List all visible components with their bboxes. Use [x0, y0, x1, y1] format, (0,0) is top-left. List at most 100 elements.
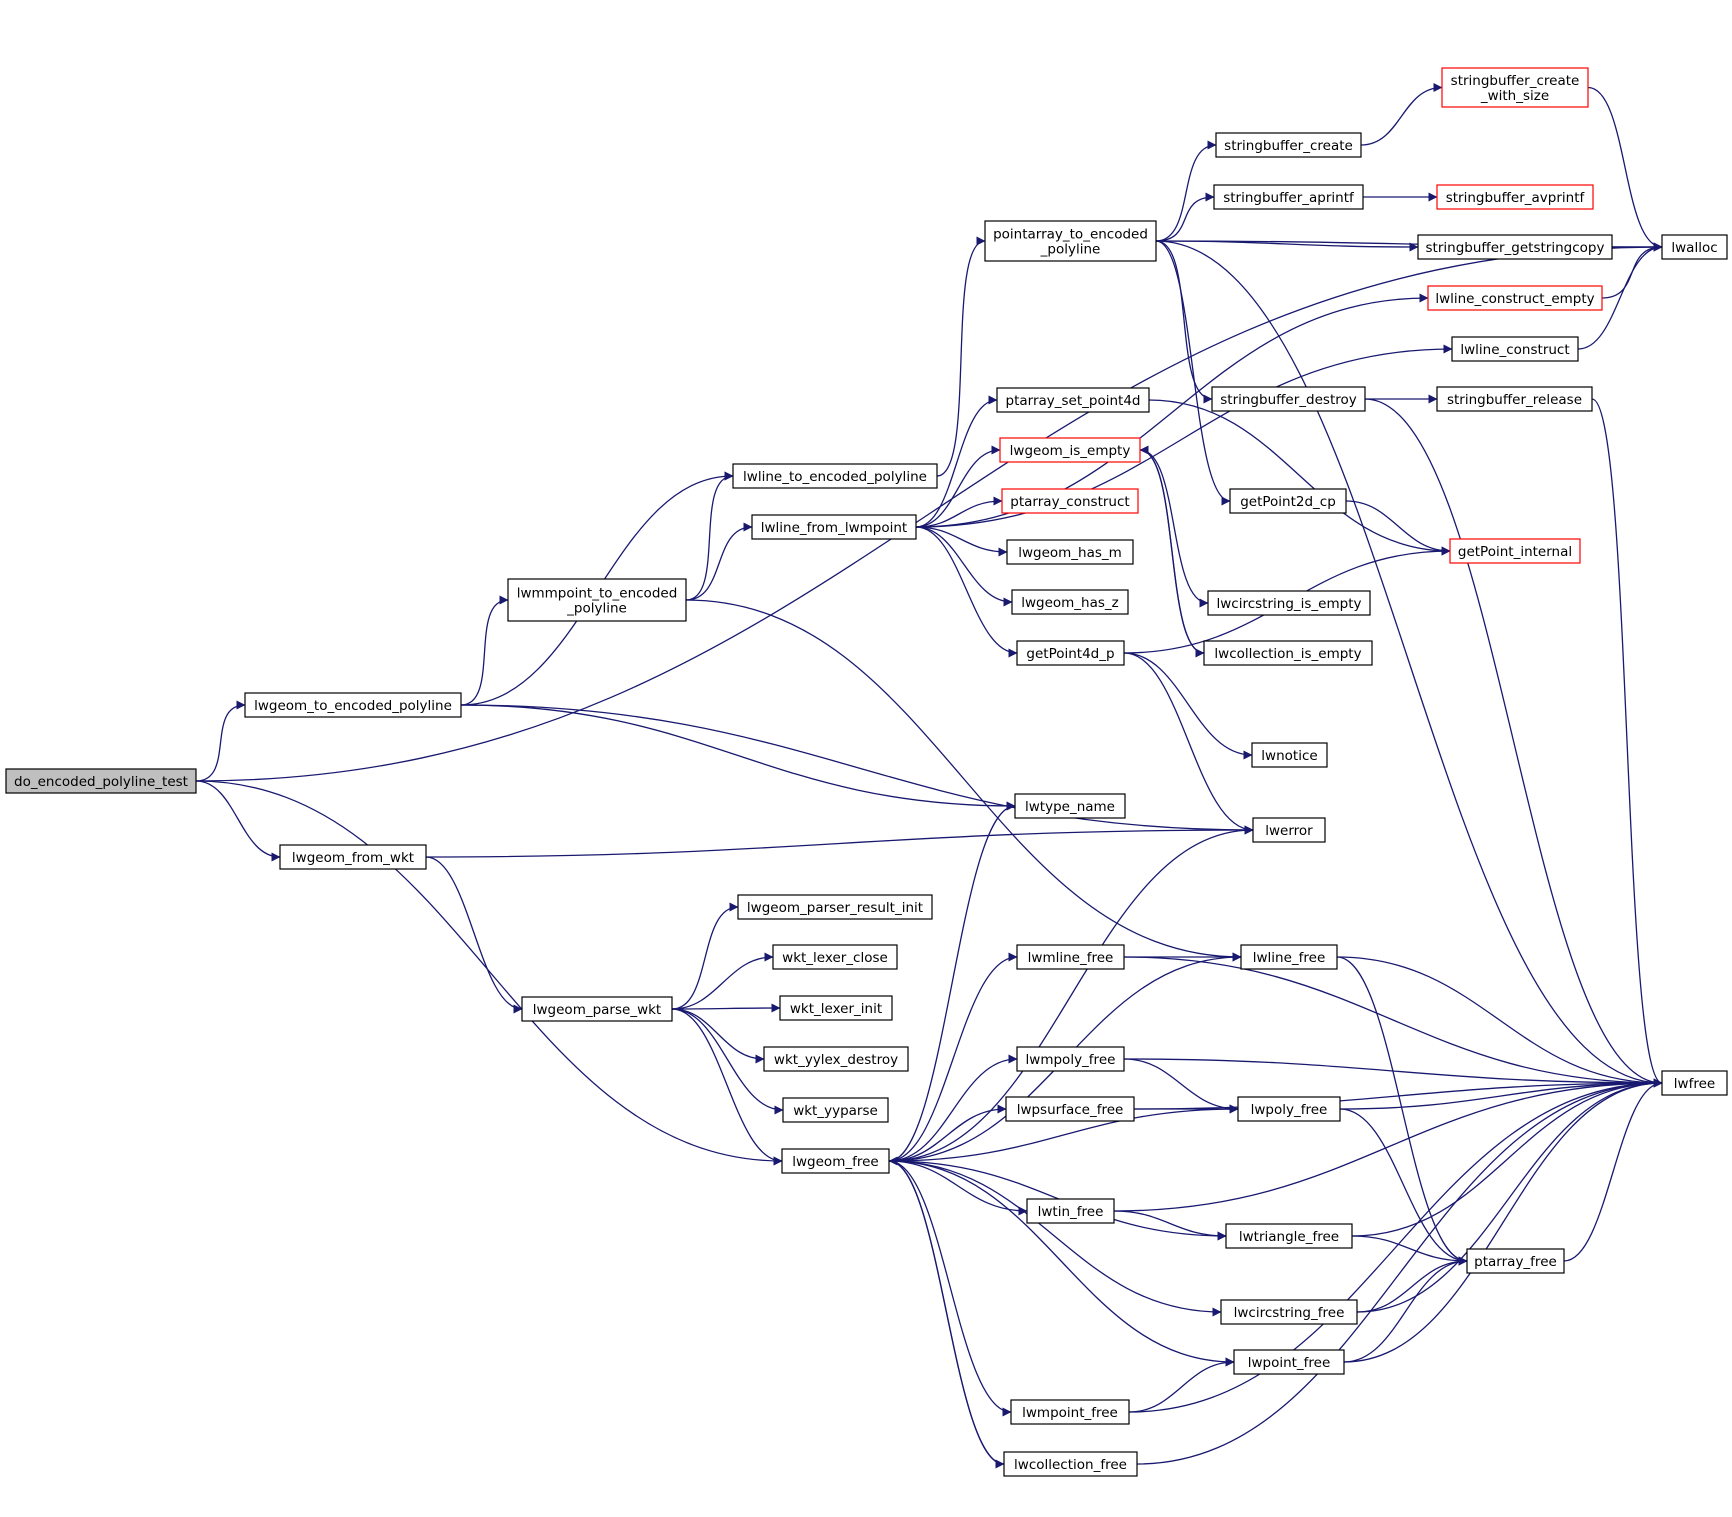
node-lwalloc[interactable]: lwalloc: [1661, 234, 1728, 260]
node-box: [999, 437, 1141, 463]
node-box: [1211, 386, 1366, 412]
node-lwline_construct[interactable]: lwline_construct: [1451, 336, 1579, 362]
node-label: lwpsurface_free: [1017, 1102, 1124, 1118]
call-edge-lwgeom_free-to-lwerror: [888, 825, 1254, 1162]
node-lwmpoint_free[interactable]: lwmpoint_free: [1010, 1399, 1130, 1425]
call-edge-lwgeom_free-to-lwpoly_free: [888, 1104, 1239, 1162]
node-box: [1213, 184, 1364, 210]
node-stringbuffer_create[interactable]: stringbuffer_create: [1215, 132, 1362, 158]
node-wkt_lexer_close[interactable]: wkt_lexer_close: [772, 944, 898, 970]
node-lwerror[interactable]: lwerror: [1252, 817, 1326, 843]
node-lwnotice[interactable]: lwnotice: [1251, 742, 1328, 768]
node-do_encoded_polyline_test[interactable]: do_encoded_polyline_test: [5, 768, 197, 794]
node-box: [1229, 488, 1347, 514]
node-wkt_lexer_init[interactable]: wkt_lexer_init: [779, 995, 893, 1021]
node-lwgeom_parse_wkt[interactable]: lwgeom_parse_wkt: [521, 996, 673, 1022]
node-getPoint4d_p[interactable]: getPoint4d_p: [1016, 640, 1125, 666]
node-lwgeom_is_empty[interactable]: lwgeom_is_empty: [999, 437, 1141, 463]
call-edge-pointarray_to_encoded_polyline-to-stringbuffer_destroy: [1155, 240, 1213, 404]
node-lwgeom_from_wkt[interactable]: lwgeom_from_wkt: [279, 844, 427, 870]
node-lwtype_name[interactable]: lwtype_name: [1014, 793, 1126, 819]
node-lwpoint_free[interactable]: lwpoint_free: [1233, 1349, 1345, 1375]
call-edge-lwmmpoint_to_encoded_polyline-to-lwline_free: [685, 599, 1242, 962]
node-box: [507, 578, 687, 622]
call-edge-lwgeom_parse_wkt-to-wkt_yylex_destroy: [671, 1008, 765, 1064]
node-box: [1016, 944, 1125, 970]
node-box: [996, 387, 1150, 413]
node-box: [1436, 386, 1593, 412]
node-lwgeom_free[interactable]: lwgeom_free: [781, 1148, 890, 1174]
node-wkt_yylex_destroy[interactable]: wkt_yylex_destroy: [763, 1046, 909, 1072]
node-ptarray_free[interactable]: ptarray_free: [1466, 1248, 1565, 1274]
node-lwmline_free[interactable]: lwmline_free: [1016, 944, 1125, 970]
node-label: getPoint4d_p: [1026, 646, 1114, 662]
call-edge-lwline_from_lwmpoint-to-lwline_construct_empty: [915, 293, 1429, 528]
node-lwtriangle_free[interactable]: lwtriangle_free: [1225, 1223, 1353, 1249]
node-box: [1233, 1349, 1345, 1375]
node-lwgeom_has_z[interactable]: lwgeom_has_z: [1011, 589, 1129, 615]
node-label: lwline_to_encoded_polyline: [743, 469, 927, 485]
node-getPoint_internal[interactable]: getPoint_internal: [1449, 538, 1581, 564]
call-edge-pointarray_to_encoded_polyline-to-lwfree: [1155, 240, 1663, 1088]
node-label: lwmpoint_free: [1022, 1405, 1118, 1421]
node-lwfree[interactable]: lwfree: [1661, 1070, 1728, 1096]
node-box: [244, 692, 462, 718]
call-edge-lwtriangle_free-to-ptarray_free: [1351, 1235, 1468, 1266]
node-stringbuffer_release[interactable]: stringbuffer_release: [1436, 386, 1593, 412]
node-label: lwfree: [1674, 1076, 1715, 1092]
call-edge-lwcollection_is_empty-to-lwgeom_is_empty: [1139, 445, 1205, 654]
call-edge-getPoint4d_p-to-lwerror: [1123, 652, 1254, 835]
call-edge-pointarray_to_encoded_polyline-to-getPoint2d_cp: [1155, 240, 1231, 506]
node-lwpsurface_free[interactable]: lwpsurface_free: [1005, 1096, 1135, 1122]
node-getPoint2d_cp[interactable]: getPoint2d_cp: [1229, 488, 1347, 514]
node-wkt_yyparse[interactable]: wkt_yyparse: [782, 1097, 889, 1123]
node-stringbuffer_create_with_size[interactable]: stringbuffer_create_with_size: [1441, 67, 1589, 108]
node-box: [1417, 234, 1613, 260]
node-label: wkt_yyparse: [793, 1103, 878, 1119]
node-lwcollection_free[interactable]: lwcollection_free: [1003, 1451, 1138, 1477]
call-edge-lwtin_free-to-lwfree: [1113, 1078, 1663, 1212]
node-box: [1225, 1223, 1353, 1249]
node-label: lwgeom_is_empty: [1010, 443, 1131, 459]
node-lwcircstring_is_empty[interactable]: lwcircstring_is_empty: [1207, 590, 1371, 616]
node-lwmmpoint_to_encoded_polyline[interactable]: lwmmpoint_to_encoded_polyline: [507, 578, 687, 622]
node-lwline_from_lwmpoint[interactable]: lwline_from_lwmpoint: [751, 514, 917, 540]
node-lwline_free[interactable]: lwline_free: [1240, 944, 1338, 970]
node-ptarray_construct[interactable]: ptarray_construct: [1001, 488, 1139, 514]
node-pointarray_to_encoded_polyline[interactable]: pointarray_to_encoded_polyline: [984, 220, 1157, 262]
node-box: [1207, 590, 1371, 616]
node-label: lwtin_free: [1038, 1204, 1104, 1220]
node-lwline_to_encoded_polyline[interactable]: lwline_to_encoded_polyline: [732, 463, 938, 489]
node-stringbuffer_aprintf[interactable]: stringbuffer_aprintf: [1213, 184, 1364, 210]
call-edge-lwcollection_free-to-lwgeom_free: [888, 1156, 1005, 1465]
node-lwpoly_free[interactable]: lwpoly_free: [1237, 1096, 1341, 1122]
call-edge-lwpsurface_free-to-lwfree: [1133, 1078, 1663, 1110]
call-edge-lwgeom_free-to-lwtin_free: [888, 1160, 1028, 1216]
node-stringbuffer_avprintf[interactable]: stringbuffer_avprintf: [1436, 184, 1594, 210]
node-ptarray_set_point4d[interactable]: ptarray_set_point4d: [996, 387, 1150, 413]
node-lwline_construct_empty[interactable]: lwline_construct_empty: [1427, 285, 1603, 311]
node-lwcollection_is_empty[interactable]: lwcollection_is_empty: [1203, 640, 1373, 666]
node-box: [1203, 640, 1373, 666]
node-lwgeom_to_encoded_polyline[interactable]: lwgeom_to_encoded_polyline: [244, 692, 462, 718]
node-label: ptarray_free: [1474, 1254, 1557, 1270]
node-label: lwgeom_free: [792, 1154, 878, 1170]
node-stringbuffer_getstringcopy[interactable]: stringbuffer_getstringcopy: [1417, 234, 1613, 260]
call-edge-lwgeom_parse_wkt-to-wkt_lexer_init: [671, 1003, 781, 1013]
node-lwgeom_parser_result_init[interactable]: lwgeom_parser_result_init: [737, 894, 933, 920]
node-box: [984, 220, 1157, 262]
node-label: _polyline: [1040, 242, 1101, 258]
call-edge-lwline_construct-to-lwalloc: [1577, 242, 1663, 350]
node-lwtin_free[interactable]: lwtin_free: [1026, 1198, 1115, 1224]
call-edge-lwmline_free-to-lwfree: [1123, 956, 1663, 1088]
call-edge-lwgeom_free-to-lwcircstring_free: [888, 1160, 1222, 1317]
node-lwgeom_has_m[interactable]: lwgeom_has_m: [1006, 539, 1134, 565]
call-edge-lwmmpoint_to_encoded_polyline-to-lwline_to_encoded_polyline: [685, 471, 734, 601]
node-lwcircstring_free[interactable]: lwcircstring_free: [1220, 1299, 1358, 1325]
node-label: lwgeom_to_encoded_polyline: [254, 698, 452, 714]
node-lwmpoly_free[interactable]: lwmpoly_free: [1016, 1046, 1125, 1072]
node-stringbuffer_destroy[interactable]: stringbuffer_destroy: [1211, 386, 1366, 412]
call-edge-lwline_from_lwmpoint-to-lwgeom_has_z: [915, 526, 1013, 607]
node-label: ptarray_construct: [1010, 494, 1129, 510]
